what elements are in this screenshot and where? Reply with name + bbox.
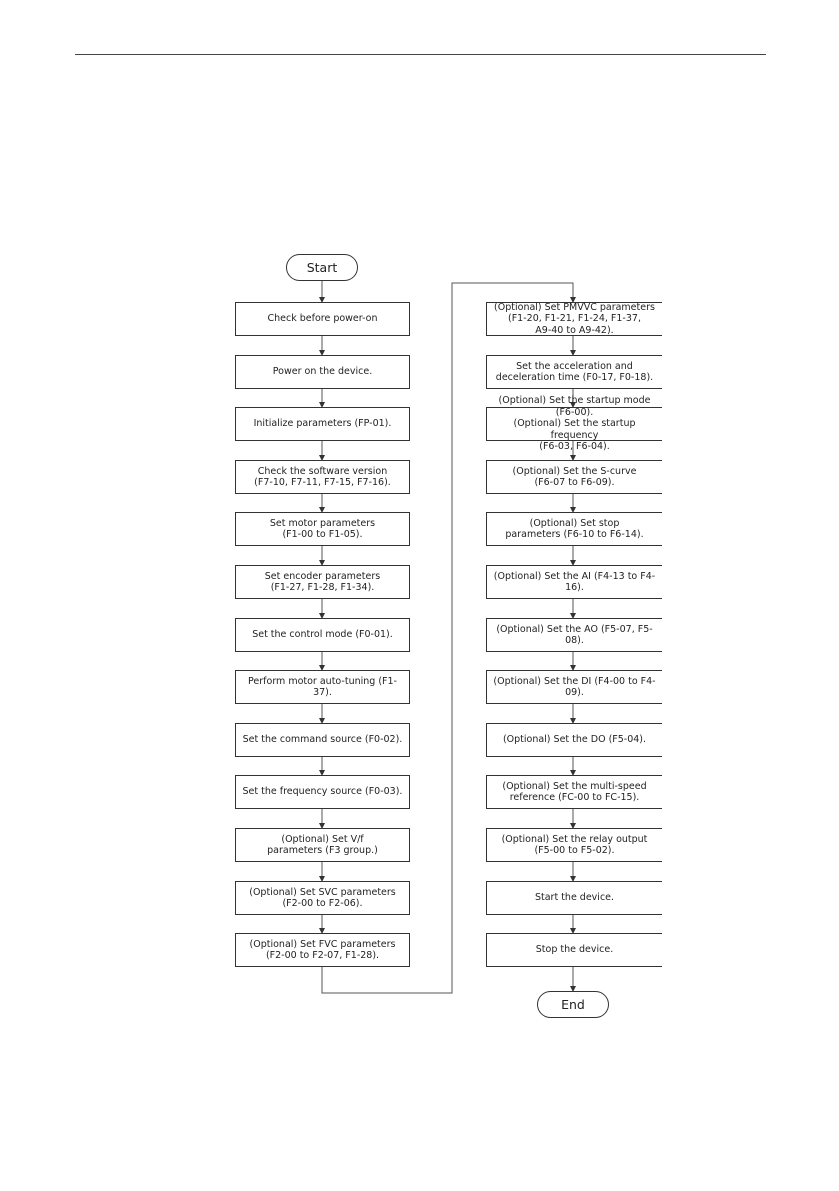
left-step-box: Perform motor auto-tuning (F1-37). [235, 670, 410, 704]
right-step-box: (Optional) Set the S-curve (F6-07 to F6-… [486, 460, 662, 494]
right-step-box: Stop the device. [486, 933, 662, 967]
left-step-box: (Optional) Set FVC parameters (F2-00 to … [235, 933, 410, 967]
left-step-box: (Optional) Set SVC parameters (F2-00 to … [235, 881, 410, 915]
connector-arrow [321, 282, 576, 994]
start-terminal: Start [286, 254, 358, 281]
right-step-box: (Optional) Set the AI (F4-13 to F4-16). [486, 565, 662, 599]
right-step-box: Set the acceleration and deceleration ti… [486, 355, 662, 389]
end-terminal: End [537, 991, 609, 1018]
right-step-box: (Optional) Set the multi-speed reference… [486, 775, 662, 809]
right-step-box: (Optional) Set the relay output (F5-00 t… [486, 828, 662, 862]
left-step-box: Set encoder parameters (F1-27, F1-28, F1… [235, 565, 410, 599]
right-step-box: (Optional) Set the AO (F5-07, F5-08). [486, 618, 662, 652]
right-step-box: (Optional) Set the DO (F5-04). [486, 723, 662, 757]
header-rule [75, 54, 766, 55]
left-step-box: Power on the device. [235, 355, 410, 389]
left-step-box: Initialize parameters (FP-01). [235, 407, 410, 441]
right-step-box: (Optional) Set PMVVC parameters (F1-20, … [486, 302, 662, 336]
left-step-box: Set the control mode (F0-01). [235, 618, 410, 652]
right-step-box: (Optional) Set the startup mode (F6-00).… [486, 395, 662, 452]
left-step-box: Check before power-on [235, 302, 410, 336]
left-step-box: Check the software version (F7-10, F7-11… [235, 460, 410, 494]
left-step-box: Set motor parameters (F1-00 to F1-05). [235, 512, 410, 546]
left-step-box: Set the frequency source (F0-03). [235, 775, 410, 809]
right-step-box: (Optional) Set the DI (F4-00 to F4-09). [486, 670, 662, 704]
right-step-box: Start the device. [486, 881, 662, 915]
left-step-box: Set the command source (F0-02). [235, 723, 410, 757]
left-step-box: (Optional) Set V/f parameters (F3 group.… [235, 828, 410, 862]
right-step-box: (Optional) Set stop parameters (F6-10 to… [486, 512, 662, 546]
